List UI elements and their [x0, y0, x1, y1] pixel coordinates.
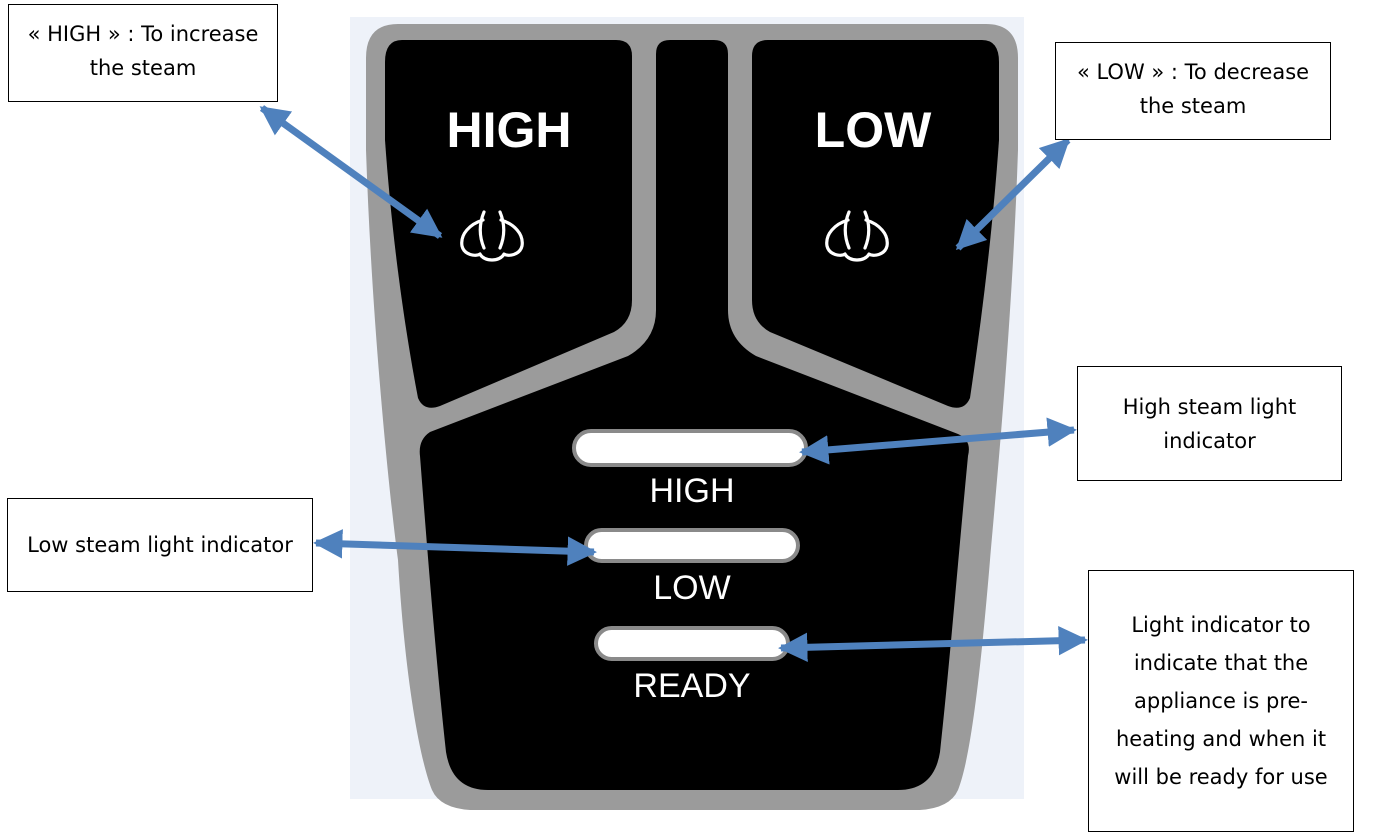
arrow-high-light	[799, 417, 1077, 465]
high-steam-light-label: HIGH	[650, 472, 735, 510]
ready-light	[594, 626, 790, 661]
ready-light-label: READY	[633, 667, 750, 705]
low-steam-light-label: LOW	[653, 569, 730, 607]
callout-high-light: High steam light indicator	[1077, 366, 1342, 481]
callout-ready-light: Light indicator to indicate that the app…	[1088, 570, 1354, 832]
arrow-low-button	[955, 137, 1071, 251]
callout-high-button: « HIGH » : To increase the steam	[8, 4, 278, 102]
arrow-high-button	[259, 105, 443, 239]
callout-low-button: « LOW » : To decrease the steam	[1055, 42, 1331, 140]
high-steam-light	[572, 429, 808, 467]
arrow-ready-light	[778, 626, 1088, 662]
low-steam-light	[584, 528, 800, 563]
callout-low-light: Low steam light indicator	[7, 498, 313, 592]
arrow-low-light	[313, 529, 597, 566]
center-channel	[419, 40, 969, 790]
high-button-label: HIGH	[447, 102, 572, 158]
low-button-label: LOW	[815, 102, 932, 158]
